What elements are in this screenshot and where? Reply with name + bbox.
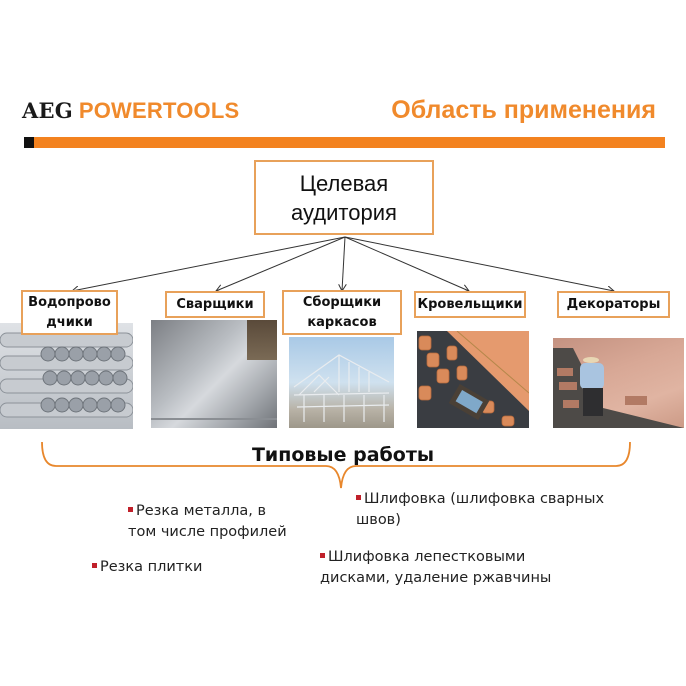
work-item-tile-cutting: Резка плитки [92,557,202,578]
pvc-pipes-photo [0,323,133,429]
category-label: дчики [46,314,93,330]
brand-aeg: AEG [22,98,73,123]
header-divider-bar [24,137,665,148]
header-divider-marker [24,137,34,148]
bullet-square-icon [92,563,97,568]
work-item-text: Резка плитки [100,559,203,575]
work-item-text: том числе профилей [128,524,287,540]
category-roofers: Кровельщики [414,291,526,318]
category-plumbers: Водопрово дчики [21,290,118,335]
roofer-worker-photo [553,338,684,428]
typical-works-title: Типовые работы [251,444,435,466]
category-label: Сборщики [302,294,382,310]
category-decorators: Декораторы [557,291,670,318]
category-label: Декораторы [566,296,661,312]
brace [41,441,631,489]
work-item-metal-cutting: Резка металла, в том числе профилей [128,501,287,543]
bullet-square-icon [128,507,133,512]
root-line1: Целевая [299,170,389,196]
metal-sheet-photo [151,320,277,428]
page-title: Область применения [391,96,656,124]
work-item-text: дисками, удаление ржавчины [320,570,552,586]
steel-frame-house-photo [289,337,394,428]
target-audience-box: Целевая аудитория [254,160,434,235]
category-label: каркасов [307,314,377,330]
work-item-text: швов) [356,512,401,528]
category-label: Сварщики [176,296,254,312]
category-label: Кровельщики [417,296,523,312]
brand-powertools: POWERTOOLS [78,98,240,123]
category-welders: Сварщики [165,291,265,318]
work-item-text: Резка металла, в [136,503,267,519]
roof-tiles-photo [417,331,529,428]
work-item-grinding-welds: Шлифовка (шлифовка сварных швов) [356,489,604,531]
bullet-square-icon [356,495,361,500]
category-frame-assemblers: Сборщики каркасов [282,290,402,335]
work-item-text: Шлифовка (шлифовка сварных [364,491,605,507]
category-label: Водопрово [28,294,111,310]
work-item-flap-disc-grinding: Шлифовка лепестковыми дисками, удаление … [320,547,551,589]
root-line2: аудитория [291,199,397,225]
bullet-square-icon [320,553,325,558]
work-item-text: Шлифовка лепестковыми [328,549,526,565]
